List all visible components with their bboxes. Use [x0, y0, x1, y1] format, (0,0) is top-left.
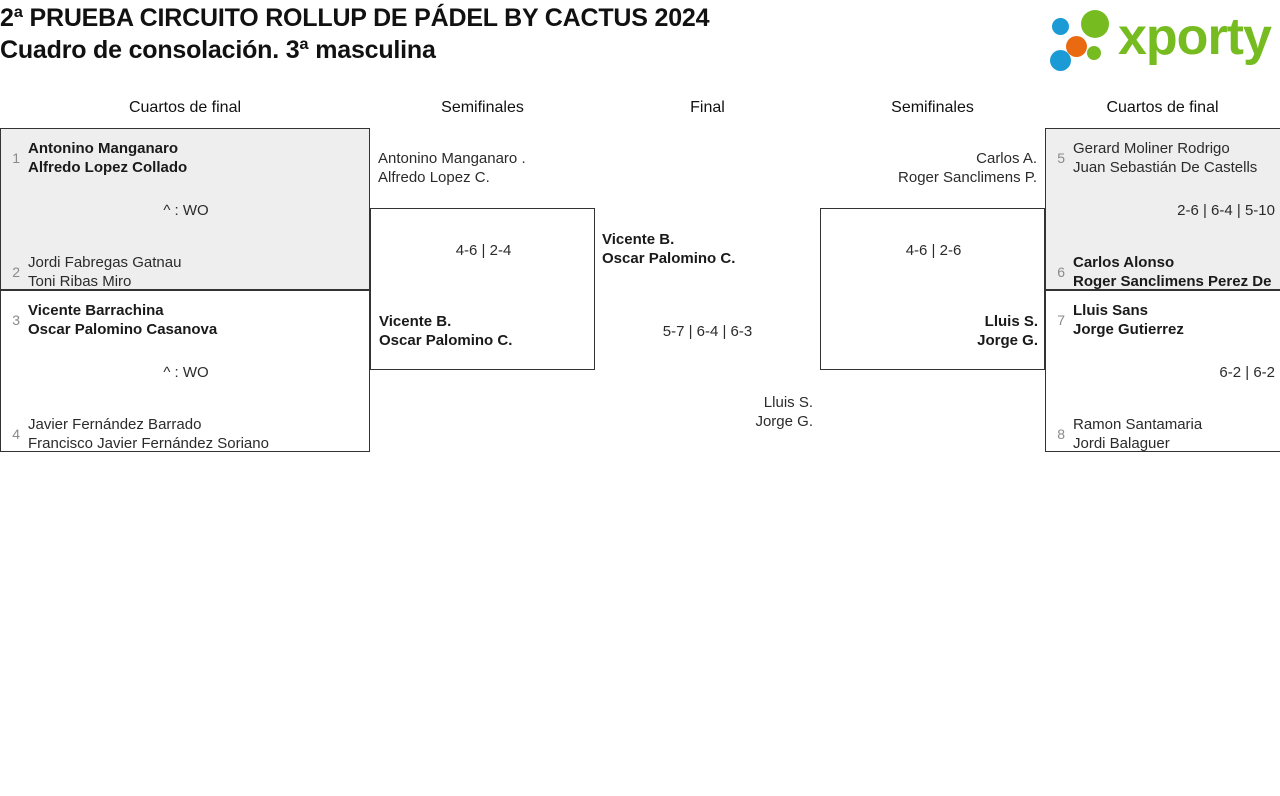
team-names: Gerard Moliner Rodrigo Juan Sebastián De…	[1073, 139, 1257, 177]
seed-number: 6	[1057, 264, 1065, 280]
logo-dot-blue-bottom	[1050, 50, 1071, 71]
player-name-1: Vicente Barrachina	[28, 302, 164, 319]
player-name-2: Toni Ribas Miro	[28, 273, 132, 290]
player-name-2: Francisco Javier Fernández Soriano	[28, 435, 269, 452]
player-name-2: Jordi Balaguer	[1073, 435, 1170, 452]
seed-number: 2	[12, 264, 20, 280]
final-score: 5-7 | 6-4 | 6-3	[662, 323, 753, 340]
seed-number: 3	[12, 312, 20, 328]
player-name-1: Javier Fernández Barrado	[28, 416, 202, 433]
team-slot-seed-5[interactable]: 5 Gerard Moliner Rodrigo Juan Sebastián …	[1054, 139, 1257, 177]
match-box-qf-left-2[interactable]: 3 Vicente Barrachina Oscar Palomino Casa…	[0, 290, 370, 452]
column-header-semifinals-right: Semifinales	[891, 99, 974, 116]
match-score: 4-6 | 2-6	[905, 242, 962, 259]
player-name-2: Oscar Palomino C.	[379, 332, 513, 349]
logo-dot-orange	[1066, 36, 1087, 57]
match-score: 2-6 | 6-4 | 5-10	[1177, 202, 1275, 219]
team-names: Jordi Fabregas Gatnau Toni Ribas Miro	[28, 253, 181, 291]
player-name-2: Oscar Palomino Casanova	[28, 321, 218, 338]
player-name-2: Alfredo Lopez Collado	[28, 159, 188, 176]
team-slot-seed-8[interactable]: 8 Ramon Santamaria Jordi Balaguer	[1054, 415, 1202, 453]
team-slot-seed-3[interactable]: 3 Vicente Barrachina Oscar Palomino Casa…	[9, 301, 217, 339]
player-name-2: Alfredo Lopez C.	[378, 169, 490, 186]
page-header: 2ª PRUEBA CIRCUITO ROLLUP DE PÁDEL BY CA…	[0, 0, 1280, 76]
player-name-2: Roger Sanclimens Perez De	[1073, 273, 1272, 290]
match-score: 6-2 | 6-2	[1219, 364, 1275, 381]
match-box-semifinal-left[interactable]: 4-6 | 2-4 Vicente B. Oscar Palomino C.	[370, 208, 595, 370]
team-slot-seed-2[interactable]: 2 Jordi Fabregas Gatnau Toni Ribas Miro	[9, 253, 181, 291]
logo-dot-blue-top	[1052, 18, 1069, 35]
player-name-1: Carlos Alonso	[1073, 254, 1175, 271]
match-box-qf-right-2[interactable]: 7 Lluis Sans Jorge Gutierrez 6-2 | 6-2 8…	[1045, 290, 1280, 452]
player-name-1: Ramon Santamaria	[1073, 416, 1203, 433]
player-name-1: Lluis Sans	[1073, 302, 1149, 319]
team-slot-semifinal-left-winner[interactable]: Vicente B. Oscar Palomino C.	[379, 312, 512, 350]
player-name-2: Juan Sebastián De Castells	[1073, 159, 1258, 176]
player-name-1: Carlos A.	[976, 150, 1037, 167]
seed-number: 7	[1057, 312, 1065, 328]
xporty-logo[interactable]: xporty	[1040, 4, 1280, 72]
player-name-2: Oscar Palomino C.	[602, 250, 736, 267]
team-names: Antonino Manganaro . Alfredo Lopez C.	[378, 150, 526, 186]
team-names: Vicente Barrachina Oscar Palomino Casano…	[28, 301, 217, 339]
title-line-2: Cuadro de consolación. 3ª masculina	[0, 36, 436, 64]
match-box-qf-right-1[interactable]: 5 Gerard Moliner Rodrigo Juan Sebastián …	[1045, 128, 1280, 290]
match-score: ^ : WO	[163, 202, 209, 219]
team-names: Ramon Santamaria Jordi Balaguer	[1073, 415, 1202, 453]
team-names: Lluis S. Jorge G.	[977, 312, 1038, 350]
player-name-1: Vicente B.	[379, 313, 452, 330]
match-box-semifinal-right[interactable]: 4-6 | 2-6 Lluis S. Jorge G.	[820, 208, 1045, 370]
team-names: Javier Fernández Barrado Francisco Javie…	[28, 415, 269, 453]
logo-dot-green-small	[1087, 46, 1101, 60]
team-slot-semifinal-left-loser[interactable]: Antonino Manganaro . Alfredo Lopez C.	[378, 149, 526, 187]
match-box-qf-left-1[interactable]: 1 Antonino Manganaro Alfredo Lopez Colla…	[0, 128, 370, 290]
team-slot-seed-7[interactable]: 7 Lluis Sans Jorge Gutierrez	[1054, 301, 1184, 339]
tournament-title: 2ª PRUEBA CIRCUITO ROLLUP DE PÁDEL BY CA…	[0, 2, 900, 66]
team-slot-semifinal-right-loser[interactable]: Carlos A. Roger Sanclimens P.	[826, 149, 1037, 187]
player-name-1: Antonino Manganaro	[28, 140, 178, 157]
logo-wordmark: xporty	[1118, 8, 1272, 66]
team-slot-final-winner[interactable]: Vicente B. Oscar Palomino C.	[602, 230, 735, 268]
column-header-quarterfinals-left: Cuartos de final	[128, 99, 242, 116]
seed-number: 8	[1057, 426, 1065, 442]
player-name-2: Jorge G.	[755, 413, 813, 430]
player-name-1: Vicente B.	[602, 231, 675, 248]
seed-number: 1	[12, 150, 20, 166]
title-line-1: 2ª PRUEBA CIRCUITO ROLLUP DE PÁDEL BY CA…	[0, 4, 710, 32]
column-header-semifinals-left: Semifinales	[441, 99, 524, 116]
team-names: Carlos A. Roger Sanclimens P.	[898, 150, 1037, 186]
match-score: 4-6 | 2-4	[455, 242, 512, 259]
team-slot-final-runner-up[interactable]: Lluis S. Jorge G.	[600, 393, 813, 431]
player-name-1: Lluis S.	[984, 313, 1038, 330]
player-name-1: Jordi Fabregas Gatnau	[28, 254, 182, 271]
team-names: Carlos Alonso Roger Sanclimens Perez De	[1073, 253, 1271, 291]
team-names: Vicente B. Oscar Palomino C.	[602, 231, 735, 267]
column-header-quarterfinals-right: Cuartos de final	[1106, 99, 1219, 116]
player-name-2: Jorge Gutierrez	[1073, 321, 1184, 338]
team-names: Antonino Manganaro Alfredo Lopez Collado	[28, 139, 187, 177]
logo-dots-icon	[1050, 10, 1112, 71]
team-slot-seed-4[interactable]: 4 Javier Fernández Barrado Francisco Jav…	[9, 415, 269, 453]
seed-number: 4	[12, 426, 20, 442]
player-name-2: Jorge G.	[977, 332, 1038, 349]
team-slot-semifinal-right-winner[interactable]: Lluis S. Jorge G.	[827, 312, 1038, 350]
team-names: Lluis S. Jorge G.	[755, 394, 813, 430]
seed-number: 5	[1057, 150, 1065, 166]
team-slot-seed-6[interactable]: 6 Carlos Alonso Roger Sanclimens Perez D…	[1054, 253, 1271, 291]
logo-dot-green-large	[1081, 10, 1109, 38]
player-name-1: Antonino Manganaro .	[378, 150, 526, 167]
team-slot-seed-1[interactable]: 1 Antonino Manganaro Alfredo Lopez Colla…	[9, 139, 187, 177]
player-name-2: Roger Sanclimens P.	[898, 169, 1037, 186]
match-score: ^ : WO	[163, 364, 209, 381]
player-name-1: Lluis S.	[763, 394, 813, 411]
column-header-final: Final	[690, 99, 725, 116]
player-name-1: Gerard Moliner Rodrigo	[1073, 140, 1230, 157]
team-names: Lluis Sans Jorge Gutierrez	[1073, 301, 1184, 339]
team-names: Vicente B. Oscar Palomino C.	[379, 312, 512, 350]
